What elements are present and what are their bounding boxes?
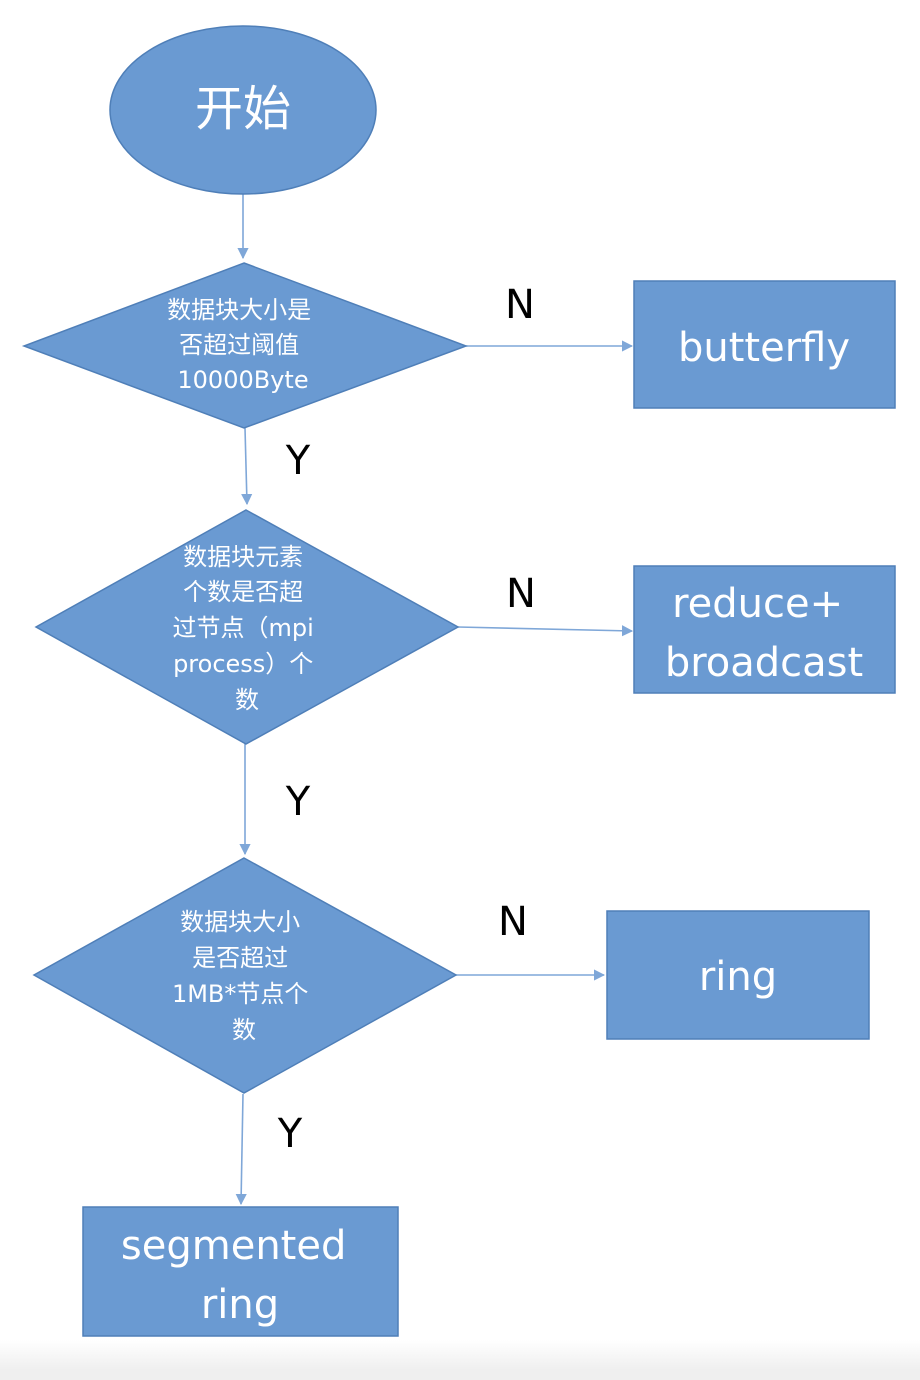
decision-2-line: 过节点（mpi [173,614,314,642]
start-ellipse [109,25,377,195]
decision-1-line: 10000Byte [177,366,308,394]
connectors [235,194,634,1206]
edge-label-d1-no: N [505,282,535,328]
start-node: 开始 [109,25,377,195]
edge-label-d1-yes: Y [285,438,311,484]
decision-1-diamond [21,262,469,429]
decision-3-text: 数据块大小 是否超过 1MB*节点个 数 [172,908,316,1044]
segmented-ring-line: segmented [121,1223,346,1269]
decision-1-node: 数据块大小是 否超过阈值 10000Byte [21,262,469,429]
ring-line: ring [699,954,777,1000]
ring-box [606,910,870,1040]
segmented-ring-node: segmented ring [82,1206,399,1337]
decision-3-line: 数 [232,1016,256,1044]
reduce-broadcast-line: broadcast [665,640,863,686]
edge-label-d2-no: N [506,571,536,617]
connector-decision-2-to-reduce-broadcast [457,625,634,637]
edge-label-d3-yes: Y [277,1111,303,1157]
decision-3-node: 数据块大小 是否超过 1MB*节点个 数 [32,857,458,1094]
butterfly-node: butterfly [633,280,896,409]
start-label: 开始 [195,81,291,137]
decision-3-line: 1MB*节点个 [172,980,308,1008]
decision-1-line: 否超过阈值 [179,331,299,359]
butterfly-line: butterfly [678,325,850,371]
edge-label-d2-yes: Y [285,779,311,825]
butterfly-box [633,280,896,409]
butterfly-text: butterfly [678,325,850,371]
decision-2-line: process）个 [173,650,313,678]
edge-label-d3-no: N [498,899,528,945]
edge-labels: N Y N Y N Y [277,282,536,1157]
segmented-ring-line: ring [201,1282,279,1328]
decision-3-line: 是否超过 [192,944,288,972]
bottom-shadow [0,1340,920,1380]
decision-3-line: 数据块大小 [180,908,300,936]
segmented-ring-box [82,1206,399,1337]
reduce-broadcast-node: reduce+ broadcast [633,565,896,694]
decision-2-diamond [34,509,460,745]
segmented-ring-text: segmented ring [121,1223,359,1328]
decision-3-diamond [32,857,458,1094]
reduce-broadcast-box [633,565,896,694]
ring-text: ring [699,954,777,1000]
decision-2-line: 数据块元素 [183,543,303,571]
connector-decision-1-to-decision-2 [241,427,253,506]
decision-2-text: 数据块元素 个数是否超 过节点（mpi process）个 数 [173,543,322,714]
ring-node: ring [606,910,870,1040]
reduce-broadcast-line: reduce+ [672,581,843,627]
decision-2-line: 数 [235,686,259,714]
decision-2-node: 数据块元素 个数是否超 过节点（mpi process）个 数 [34,509,460,745]
decision-2-line: 个数是否超 [183,578,303,606]
decision-1-text: 数据块大小是 否超过阈值 10000Byte [167,296,319,394]
reduce-broadcast-text: reduce+ broadcast [665,581,863,686]
decision-1-line: 数据块大小是 [167,296,311,324]
connector-decision-3-to-segmented-ring [235,1093,247,1206]
